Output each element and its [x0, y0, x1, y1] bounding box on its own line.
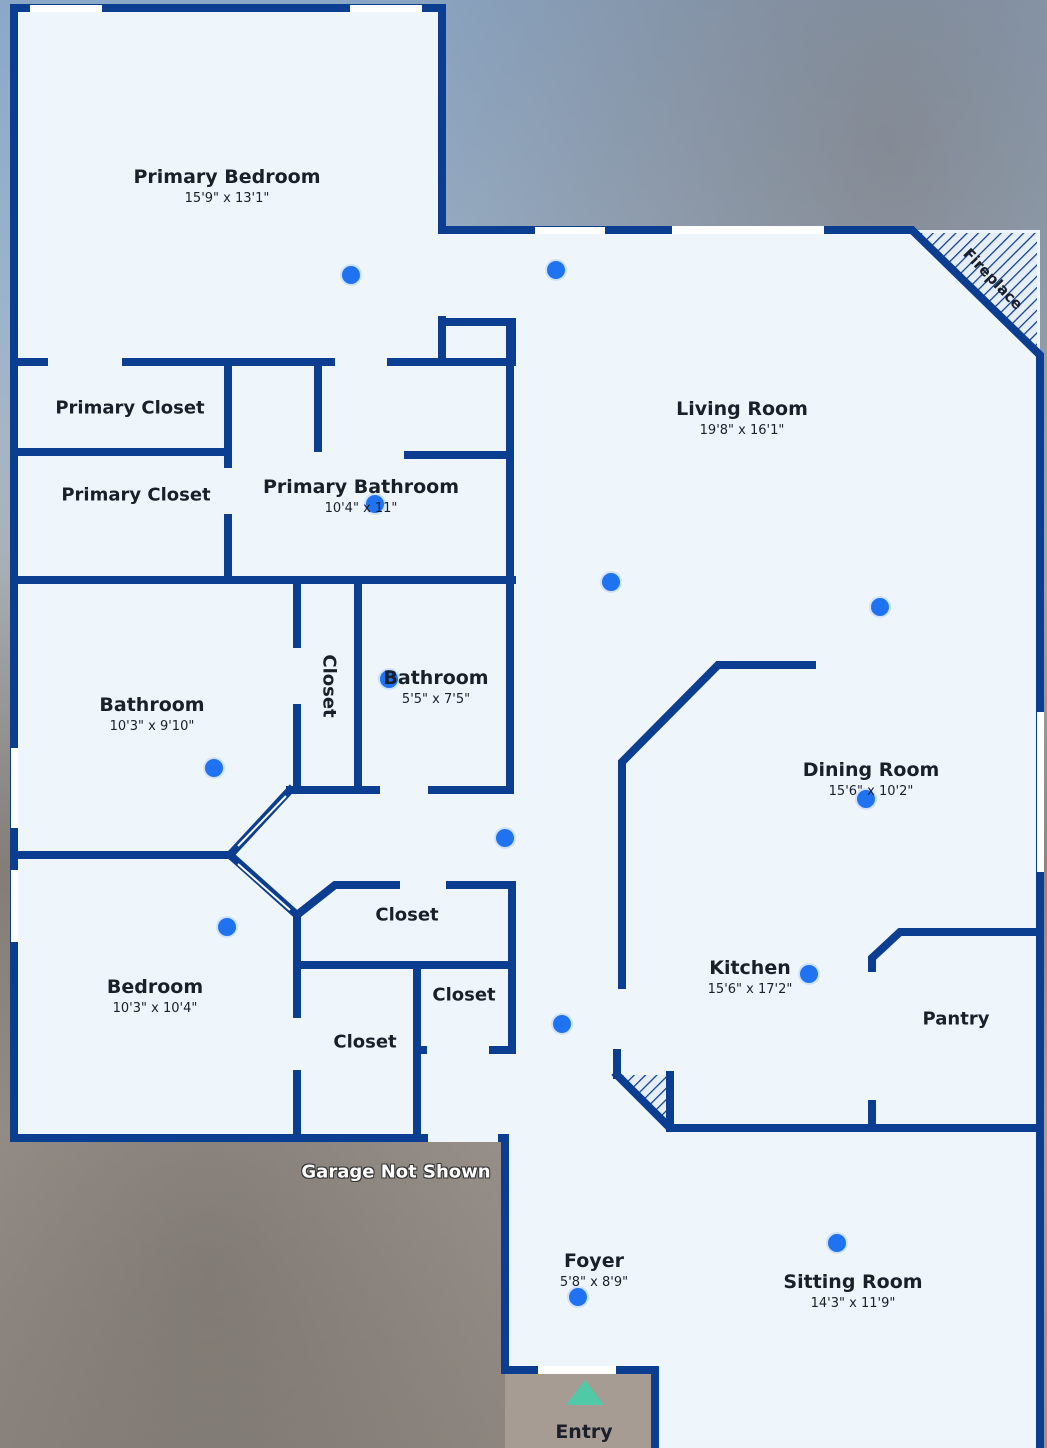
entry-label: Entry — [555, 1421, 613, 1443]
photo-marker — [364, 493, 386, 515]
photo-marker — [545, 259, 567, 281]
door-openings — [48, 248, 876, 1142]
photo-marker — [869, 596, 891, 618]
photo-marker — [551, 1013, 573, 1035]
photo-marker — [378, 668, 400, 690]
garage-note: Garage Not Shown — [301, 1161, 491, 1183]
hall-doors — [237, 795, 291, 911]
photo-marker — [494, 827, 516, 849]
photo-marker — [340, 264, 362, 286]
photo-marker — [798, 963, 820, 985]
photo-markers[interactable] — [203, 259, 891, 1308]
entry-arrow-icon — [566, 1380, 604, 1405]
photo-marker — [826, 1232, 848, 1254]
photo-marker — [216, 916, 238, 938]
windows — [11, 5, 1044, 1374]
photo-marker — [567, 1286, 589, 1308]
photo-marker — [600, 571, 622, 593]
entry-porch — [505, 1370, 655, 1448]
floor-area — [14, 8, 1040, 1448]
photo-marker — [203, 757, 225, 779]
photo-marker — [855, 788, 877, 810]
